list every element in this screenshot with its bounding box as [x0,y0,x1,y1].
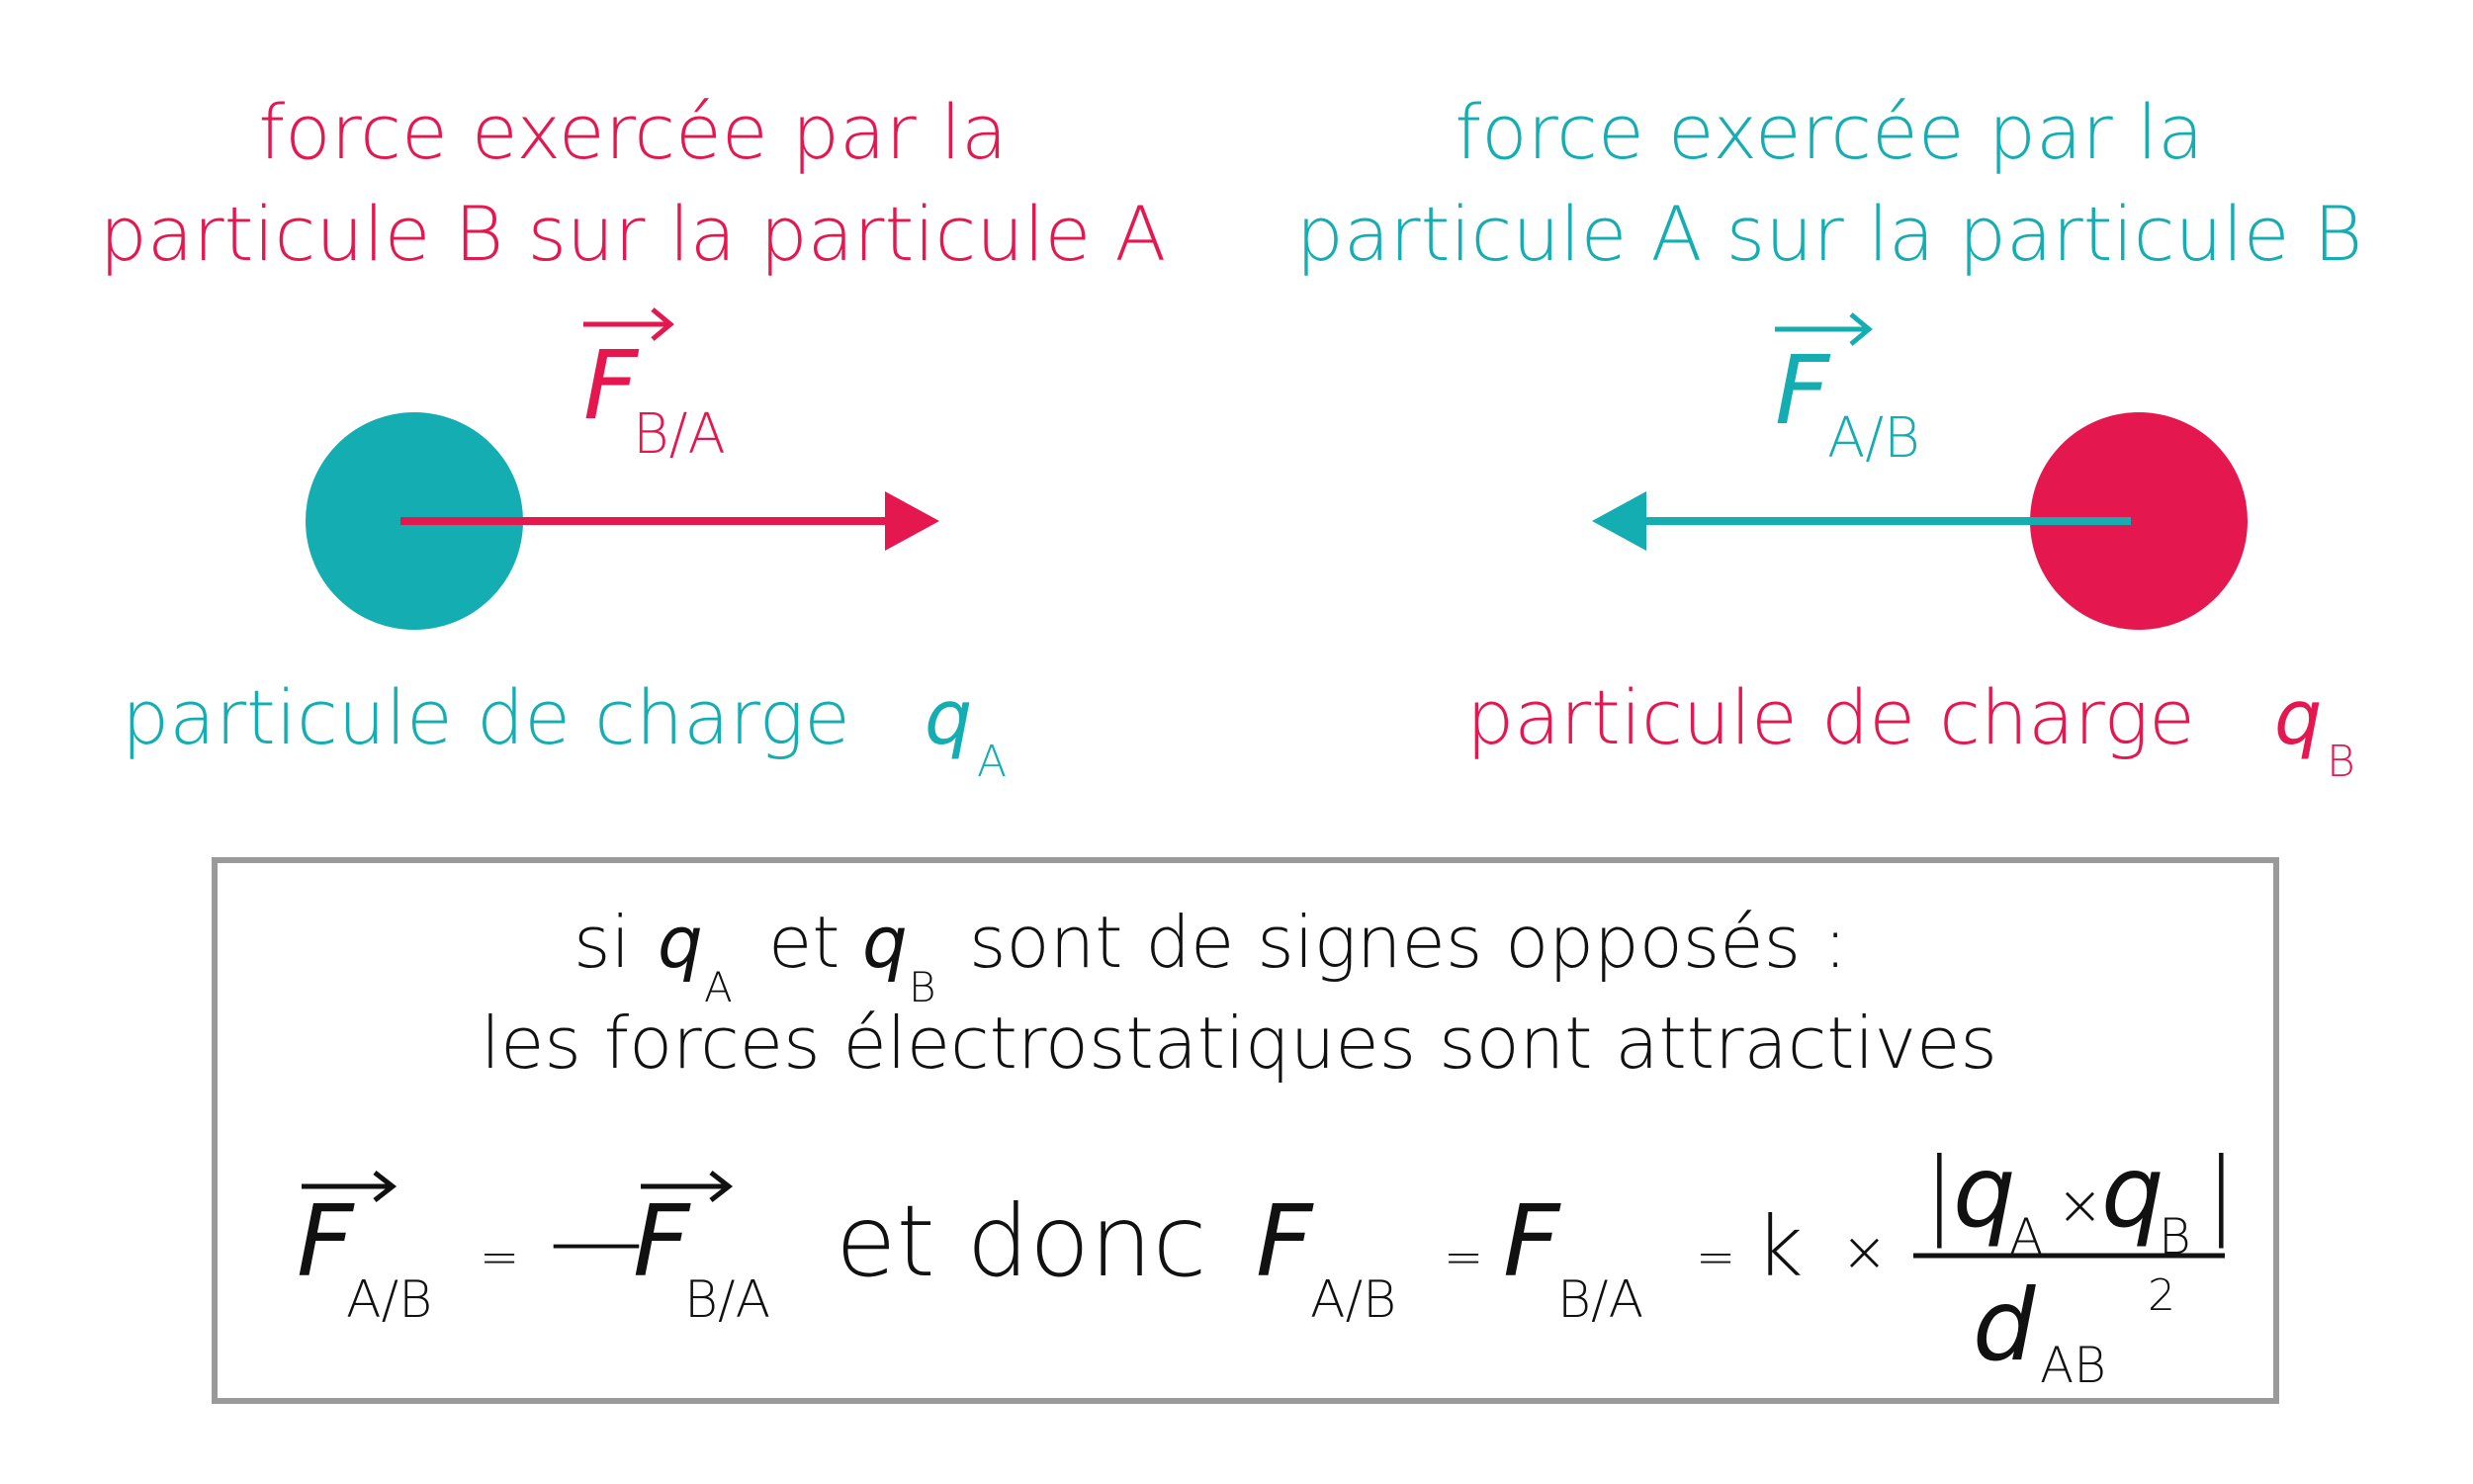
formula-num-qa-letter: q [1953,1134,2015,1250]
right-caption-line2: particule A sur la particule B [1296,190,2363,278]
formula-num-times: × [2057,1174,2103,1238]
formula-k: k [1755,1198,1804,1295]
formula-f-ab-vector-head [373,1171,397,1202]
left-particle-text: particule de charge [122,673,850,761]
left-force-letter: F [583,330,640,441]
box-si: si [574,901,631,984]
box-qa-letter: q [658,901,703,984]
charge-qb-letter: q [2274,673,2322,761]
formula-minus: — [549,1184,644,1295]
formula-norm-f-ab-sub: A/B [1310,1270,1396,1330]
box-qb-letter: q [862,901,908,984]
formula-times: × [1841,1220,1888,1284]
right-force-vector-label: F A/B [1775,312,1920,471]
formula-et-donc: et donc [836,1183,1207,1299]
formula-equals-3: = [1696,1230,1735,1285]
formula-f-ba-letter: F [633,1183,691,1299]
charge-qa-subscript: A [977,737,1007,787]
formula-abs-left: | [1923,1138,1955,1250]
right-force-subscript: A/B [1827,406,1920,471]
left-force-subscript: B/A [633,402,726,467]
box-qb-sub: B [909,963,936,1011]
formula-abs-right: | [2205,1138,2237,1250]
right-vector-arrow-head [1849,312,1873,346]
right-particle-text: particule de charge [1466,673,2195,761]
box-formula: F A/B = — F B/A et donc F A/B = F B/A = … [297,1134,2237,1394]
box-qa-sub: A [704,963,733,1011]
formula-den-exponent: 2 [2148,1270,2175,1321]
box-et: et [768,901,840,984]
charge-qa-letter: q [925,673,972,761]
charge-qb-subscript: B [2327,737,2355,787]
right-particle-label: particule de charge q B [1466,673,2355,787]
formula-f-ba-vector-head [709,1171,734,1202]
formula-f-ab-sub: A/B [346,1270,432,1330]
left-vector-arrow-head [651,307,674,341]
right-force-letter: F [1775,335,1831,446]
force-b-on-a-arrowhead [885,491,939,551]
formula-den-d-sub: AB [2040,1337,2106,1394]
formula-norm-f-ab-letter: F [1256,1183,1314,1299]
box-line2: les forces électrostatiques sont attract… [481,1002,1997,1085]
left-particle-label: particule de charge q A [122,673,1007,787]
box-line1: si q A et q B sont de signes opposés : [574,901,1847,1011]
force-a-on-b-arrowhead [1592,491,1646,551]
formula-num-qb-letter: q [2101,1134,2164,1250]
left-caption-line2: particule B sur la particule A [100,190,1167,278]
left-force-vector-label: F B/A [583,307,726,467]
formula-den-d-letter: d [1973,1267,2036,1383]
formula-f-ab-letter: F [297,1183,355,1299]
right-caption-line1: force exercée par la [1455,88,2203,176]
particle-b [2030,412,2248,630]
conclusion-box [212,857,2279,1404]
box-line1-rest: sont de signes opposés : [969,901,1847,984]
left-caption-line1: force exercée par la [258,88,1007,176]
formula-equals-1: = [480,1230,519,1285]
formula-equals-2: = [1444,1230,1483,1285]
formula-norm-f-ba-letter: F [1503,1183,1561,1299]
formula-norm-f-ba-sub: B/A [1557,1270,1643,1330]
formula-f-ba-sub: B/A [684,1270,770,1330]
